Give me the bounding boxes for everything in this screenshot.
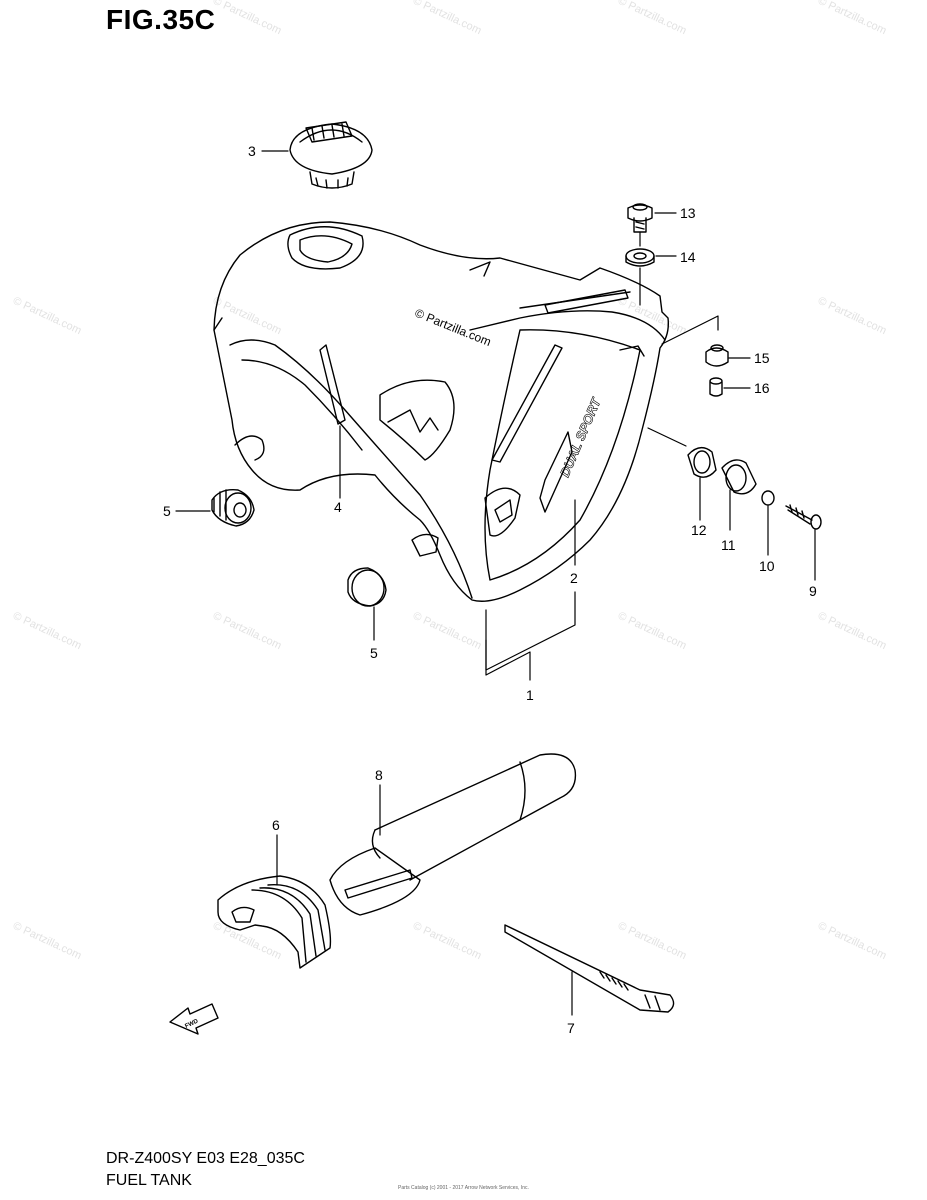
callout-10: 10 <box>759 558 775 574</box>
callout-16: 16 <box>754 380 770 396</box>
callout-3: 3 <box>248 143 256 159</box>
cushion-11 <box>721 459 757 495</box>
callout-9: 9 <box>809 583 817 599</box>
copyright-text: Parts Catalog (c) 2001 - 2017 Arrow Netw… <box>398 1185 529 1191</box>
callout-8: 8 <box>375 767 383 783</box>
fuel-cap <box>289 121 373 189</box>
callout-13: 13 <box>680 205 696 221</box>
callout-4: 4 <box>334 499 342 515</box>
callout-numbers: 1 2 3 4 5 5 6 7 8 9 10 11 12 13 14 15 16 <box>163 143 817 1036</box>
cable-tie <box>504 924 675 1013</box>
fwd-arrow <box>169 1003 219 1035</box>
fwd-text: FWD <box>184 1018 200 1029</box>
collar-16 <box>709 377 723 397</box>
leader-lines <box>175 150 816 1016</box>
callout-2: 2 <box>570 570 578 586</box>
callout-5-left: 5 <box>163 503 171 519</box>
fuel-tank <box>213 221 670 602</box>
callout-14: 14 <box>680 249 696 265</box>
callout-6: 6 <box>272 817 280 833</box>
figure-title: FIG.35C <box>106 4 216 35</box>
model-code: DR-Z400SY E03 E28_035C <box>106 1150 305 1167</box>
cushion-12 <box>687 447 717 478</box>
callout-11: 11 <box>721 537 736 553</box>
screw-9 <box>785 504 822 530</box>
grommet-5-center <box>347 567 387 607</box>
callout-12: 12 <box>691 522 707 538</box>
cushion-15 <box>705 344 729 367</box>
washer-14 <box>625 248 655 267</box>
callout-7: 7 <box>567 1020 575 1036</box>
figure-caption: FUEL TANK <box>106 1172 192 1189</box>
hose-clamp <box>217 875 332 969</box>
bolt-13 <box>627 203 653 233</box>
callout-15: 15 <box>754 350 770 366</box>
tank-strip <box>319 344 346 425</box>
callout-1: 1 <box>526 687 534 703</box>
callout-5-center: 5 <box>370 645 378 661</box>
fuel-hose-protector <box>329 753 577 916</box>
tank-decal-text: DUAL SPORT <box>557 395 604 479</box>
washer-10 <box>761 490 775 506</box>
grommet-5-left <box>211 489 255 527</box>
